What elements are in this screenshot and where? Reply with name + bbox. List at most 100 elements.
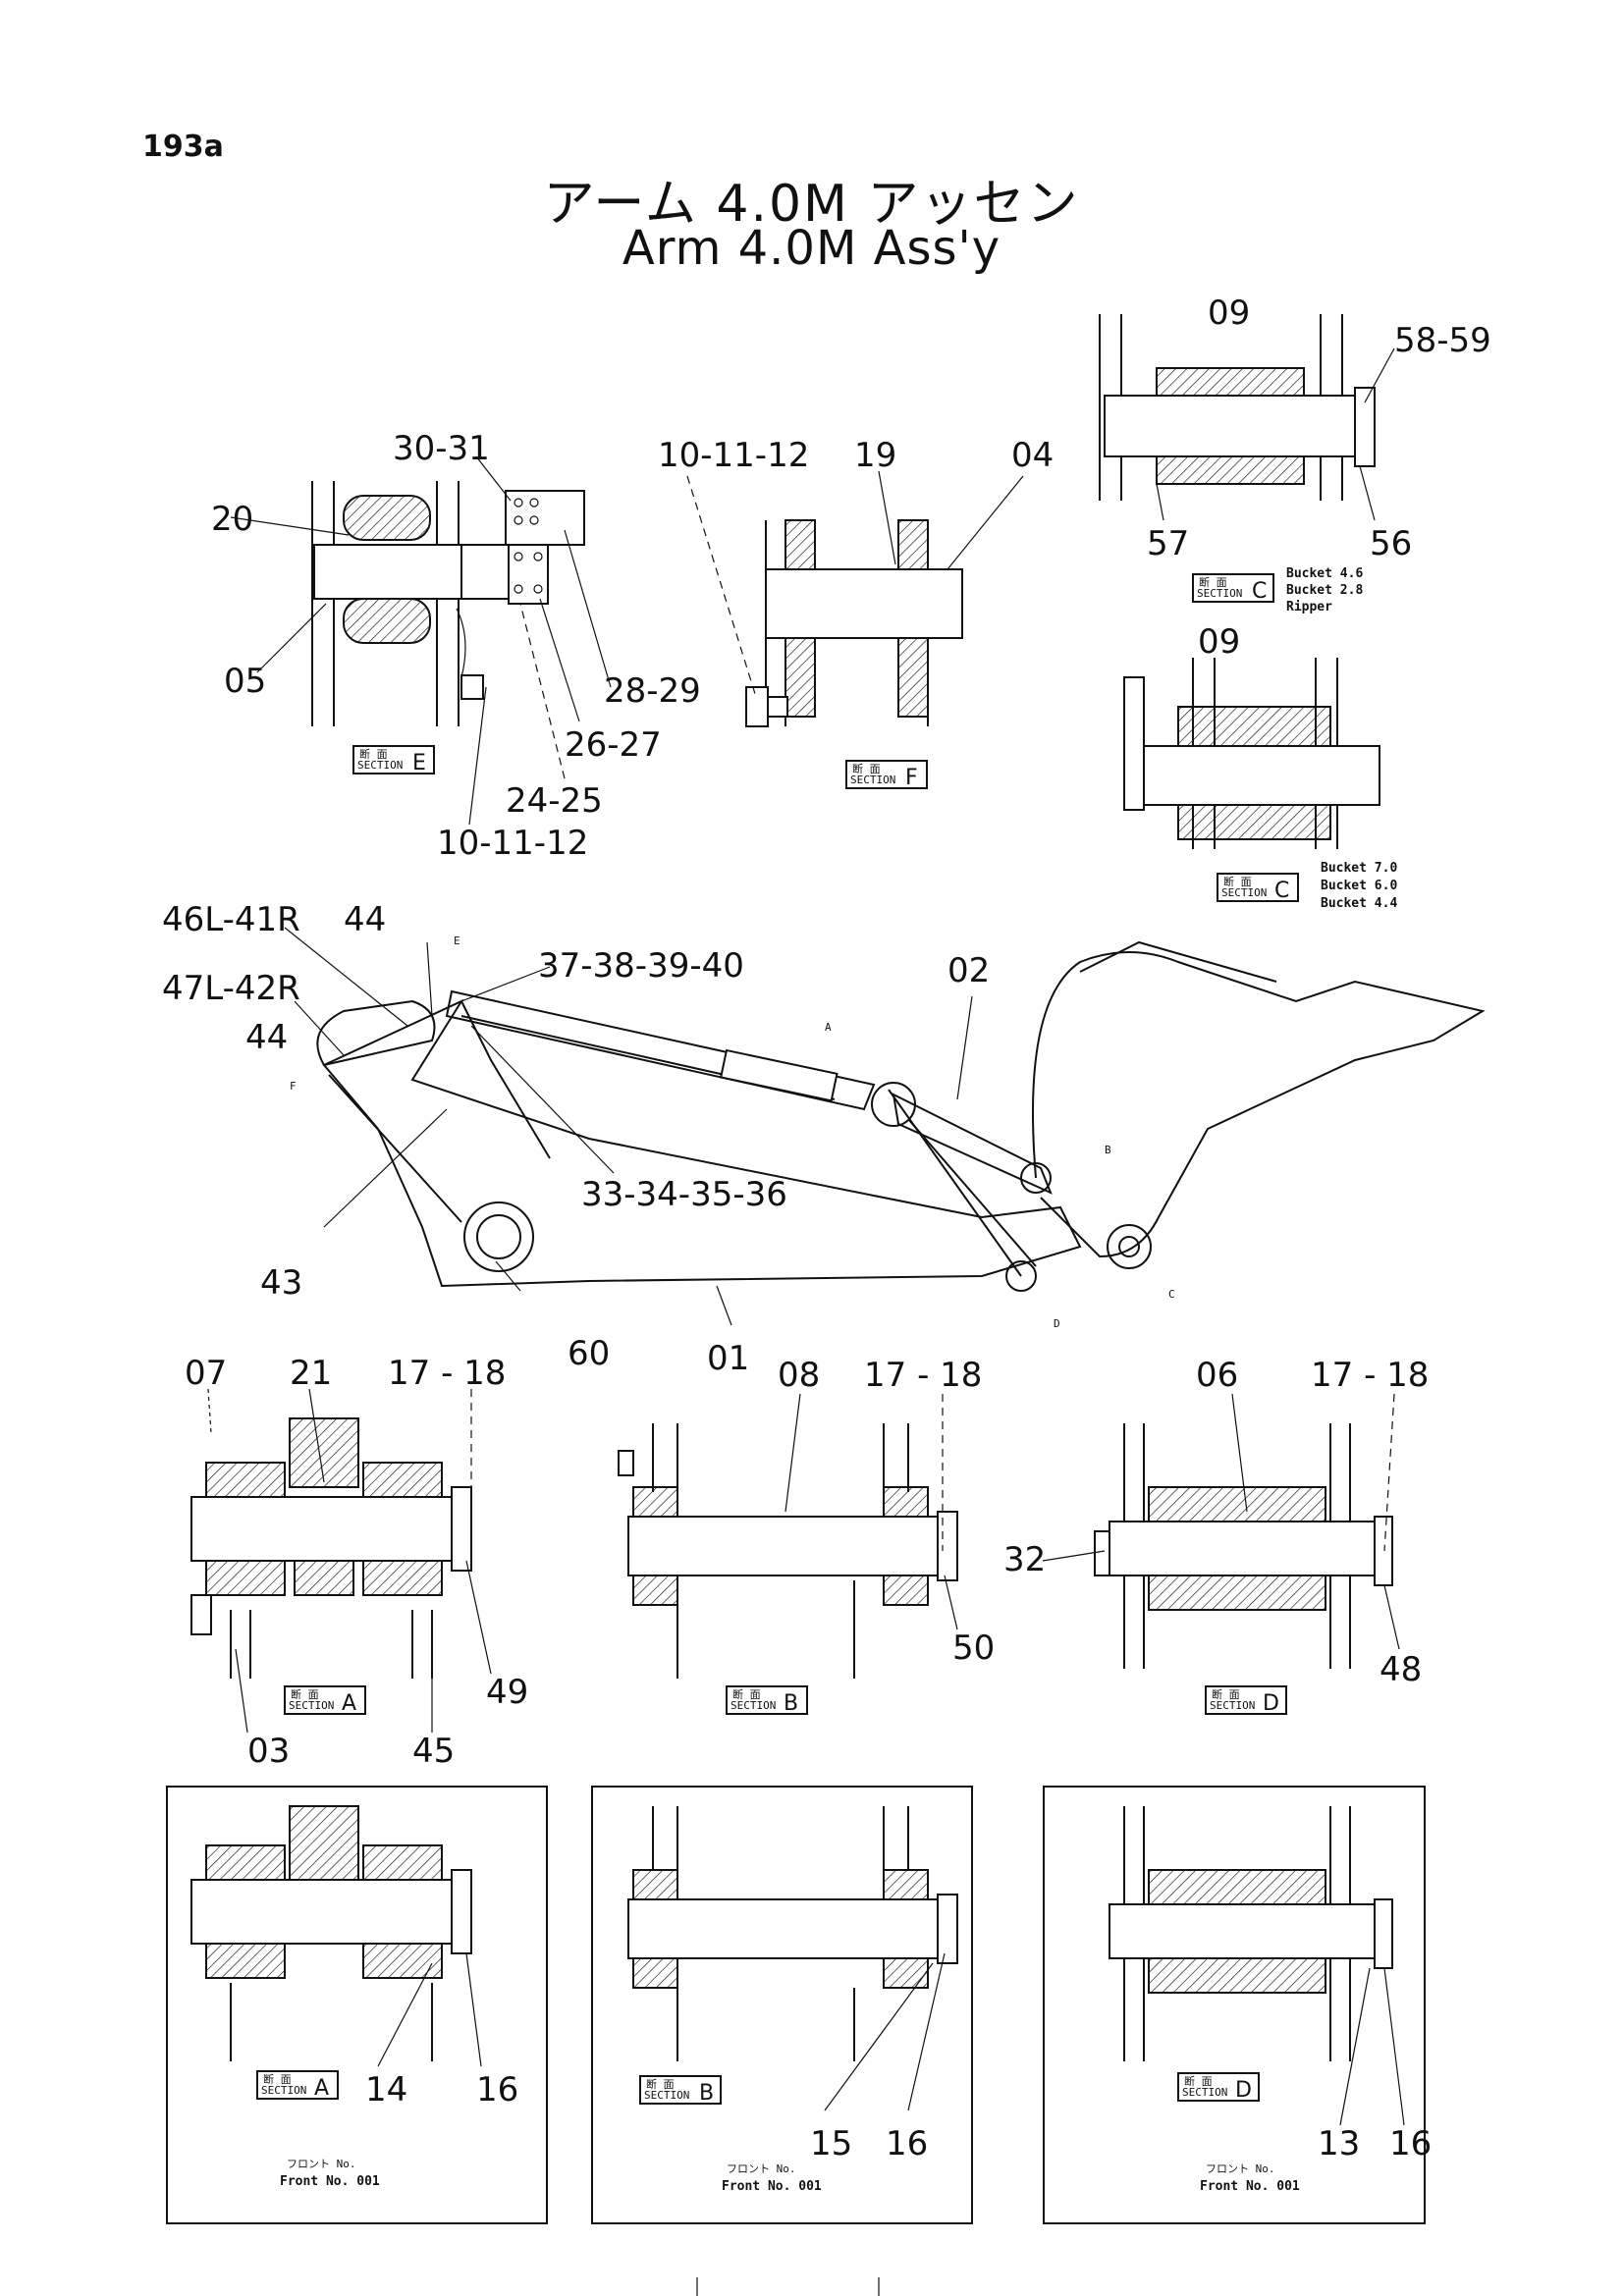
label-f-04: 04: [1011, 436, 1054, 475]
label-f-10-11-12: 10-11-12: [658, 436, 809, 475]
page-number: 193a: [142, 130, 224, 164]
svg-text:F: F: [290, 1080, 297, 1093]
front-d-section-letter: D: [1235, 2078, 1252, 2103]
section-a-letter: A: [342, 1691, 356, 1716]
label-front-b-15: 15: [810, 2124, 852, 2163]
label-b-08: 08: [778, 1356, 820, 1395]
label-60: 60: [568, 1334, 610, 1373]
label-02: 02: [947, 951, 990, 990]
section-c-top-jp: 断 面: [1199, 575, 1227, 589]
label-a-45: 45: [412, 1732, 455, 1771]
label-c-09: 09: [1208, 294, 1250, 333]
label-c2-09: 09: [1198, 622, 1240, 662]
section-f-jp: 断 面: [852, 762, 881, 775]
section-f-drawing: [686, 470, 1024, 789]
front-d-section-jp: 断 面: [1184, 2074, 1213, 2088]
label-47l-42r: 47L-42R: [162, 969, 300, 1008]
section-d-word: SECTION: [1210, 1699, 1255, 1712]
section-c-bottom-word: SECTION: [1221, 886, 1267, 899]
label-f-19: 19: [854, 436, 896, 475]
front-b-section-word: SECTION: [644, 2089, 689, 2102]
label-46l-41r: 46L-41R: [162, 900, 300, 939]
label-e-24-25: 24-25: [506, 781, 603, 821]
front-d-front-en: Front No. 001: [1200, 2179, 1300, 2194]
note-c-bottom-2: Bucket 6.0: [1321, 879, 1397, 893]
arm-assembly-drawing: E F A B C D: [284, 927, 1486, 1330]
front-box-a-drawing: [190, 1805, 482, 2100]
section-d-jp: 断 面: [1212, 1687, 1240, 1701]
front-a-section-jp: 断 面: [263, 2072, 292, 2086]
note-c-top-2: Bucket 2.8: [1286, 583, 1363, 598]
section-c-bottom-jp: 断 面: [1223, 875, 1252, 888]
label-d-17-18: 17 - 18: [1311, 1356, 1429, 1395]
label-c-58-59: 58-59: [1394, 321, 1491, 360]
label-e-30-31: 30-31: [393, 429, 490, 468]
label-44-top: 44: [344, 900, 386, 939]
label-01: 01: [707, 1339, 749, 1378]
svg-text:A: A: [825, 1021, 832, 1034]
section-d-letter: D: [1263, 1691, 1279, 1716]
section-f-letter: F: [905, 766, 918, 790]
section-a-drawing: [190, 1388, 492, 1734]
label-e-26-27: 26-27: [565, 725, 662, 765]
section-c-bottom-letter: C: [1274, 879, 1289, 903]
label-b-17-18: 17 - 18: [864, 1356, 982, 1395]
front-box-d-drawing: [1109, 1806, 1405, 2126]
section-b-word: SECTION: [730, 1699, 776, 1712]
front-box-b: [591, 1786, 973, 2224]
section-b-drawing: [618, 1393, 958, 1715]
svg-text:E: E: [454, 934, 460, 947]
section-b-letter: B: [784, 1691, 798, 1716]
label-33-36: 33-34-35-36: [581, 1175, 787, 1214]
label-43: 43: [260, 1263, 302, 1303]
front-a-section-word: SECTION: [261, 2084, 306, 2097]
label-a-17-18: 17 - 18: [388, 1354, 506, 1393]
section-a-jp: 断 面: [291, 1687, 319, 1701]
label-e-20: 20: [211, 500, 253, 539]
front-d-section-word: SECTION: [1182, 2086, 1227, 2099]
section-e-letter: E: [412, 751, 426, 775]
label-e-28-29: 28-29: [604, 671, 701, 711]
note-c-bottom-1: Bucket 7.0: [1321, 861, 1397, 876]
section-b-jp: 断 面: [732, 1687, 761, 1701]
front-box-b-drawing: [627, 1806, 958, 2111]
label-front-a-14: 14: [365, 2070, 407, 2109]
note-c-top-3: Ripper: [1286, 600, 1332, 614]
svg-text:B: B: [1105, 1144, 1111, 1156]
label-a-07: 07: [185, 1354, 227, 1393]
front-d-front-jp: フロント No.: [1206, 2163, 1275, 2175]
label-b-50: 50: [952, 1629, 995, 1668]
front-box-a: [166, 1786, 548, 2224]
label-front-b-16: 16: [886, 2124, 928, 2163]
label-d-32: 32: [1003, 1540, 1046, 1579]
label-front-d-16: 16: [1389, 2124, 1432, 2163]
label-a-03: 03: [247, 1732, 290, 1771]
section-f-word: SECTION: [850, 774, 895, 786]
label-a-21: 21: [290, 1354, 332, 1393]
label-c-57: 57: [1147, 524, 1189, 563]
label-37-40: 37-38-39-40: [538, 946, 744, 986]
svg-text:C: C: [1168, 1288, 1175, 1301]
front-b-front-en: Front No. 001: [722, 2179, 822, 2194]
section-c-bottom-drawing: [1123, 658, 1380, 902]
label-d-48: 48: [1380, 1650, 1422, 1689]
front-a-section-letter: A: [314, 2076, 329, 2101]
front-b-front-jp: フロント No.: [727, 2163, 796, 2175]
label-d-06: 06: [1196, 1356, 1238, 1395]
section-e-jp: 断 面: [359, 747, 388, 761]
front-box-d: [1043, 1786, 1426, 2224]
section-c-top-drawing: [1099, 314, 1395, 603]
label-44-left: 44: [245, 1018, 288, 1057]
section-a-word: SECTION: [289, 1699, 334, 1712]
front-b-section-letter: B: [699, 2081, 714, 2106]
label-e-10-11-12: 10-11-12: [437, 824, 588, 863]
svg-text:D: D: [1054, 1317, 1060, 1330]
title-japanese: アーム 4.0M アッセン: [543, 175, 1080, 234]
section-e-drawing: [230, 455, 612, 826]
note-c-bottom-3: Bucket 4.4: [1321, 896, 1397, 911]
label-front-d-13: 13: [1318, 2124, 1360, 2163]
front-a-front-en: Front No. 001: [280, 2174, 380, 2189]
label-e-05: 05: [224, 662, 266, 701]
label-front-a-16: 16: [476, 2070, 518, 2109]
